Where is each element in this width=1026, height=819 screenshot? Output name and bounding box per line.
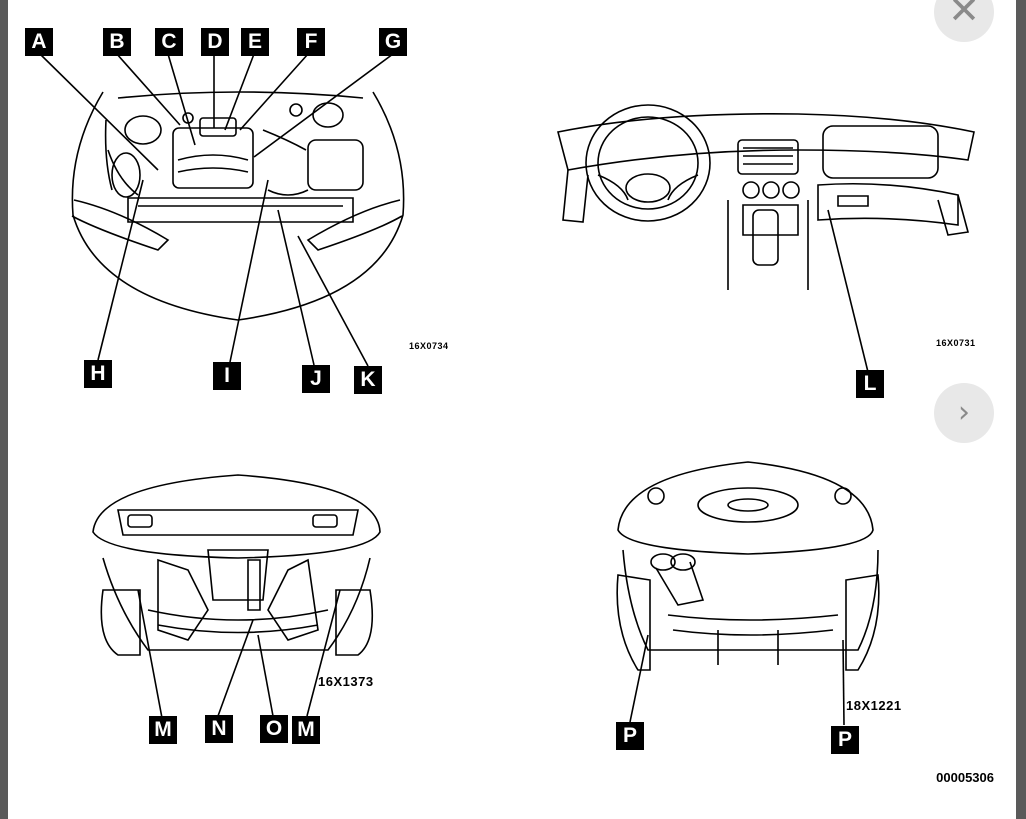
callout-i: I <box>213 362 241 390</box>
engine-compartment-figure: A B C D E F G H I J K 16X0734 <box>8 0 478 400</box>
callout-m-right: M <box>292 716 320 744</box>
close-button[interactable]: ✕ <box>934 0 994 42</box>
callout-m-left: M <box>149 716 177 744</box>
dashboard-drawing <box>538 0 998 400</box>
dashboard-figure: L 16X0731 <box>538 0 998 400</box>
callout-k: K <box>354 366 382 394</box>
figure-code-dashboard: 16X0731 <box>936 338 976 348</box>
callout-j: J <box>302 365 330 393</box>
callout-c: C <box>155 28 183 56</box>
engine-compartment-drawing <box>8 0 478 400</box>
callout-f: F <box>297 28 325 56</box>
front-underside-drawing <box>8 440 478 760</box>
callout-d: D <box>201 28 229 56</box>
callout-p-right: P <box>831 726 859 754</box>
close-icon: ✕ <box>948 0 980 32</box>
figure-code-engine: 16X0734 <box>409 341 449 351</box>
callout-p-left: P <box>616 722 644 750</box>
callout-h: H <box>84 360 112 388</box>
callout-g: G <box>379 28 407 56</box>
callout-b: B <box>103 28 131 56</box>
chevron-right-icon: › <box>958 395 970 430</box>
callout-e: E <box>241 28 269 56</box>
callout-l: L <box>856 370 884 398</box>
figure-code-front-underside: 16X1373 <box>318 674 374 689</box>
callout-a: A <box>25 28 53 56</box>
rear-underside-figure: P P 18X1221 <box>538 440 1008 760</box>
next-button[interactable]: › <box>934 383 994 443</box>
callout-n: N <box>205 715 233 743</box>
rear-underside-drawing <box>538 440 1008 760</box>
figure-code-rear-underside: 18X1221 <box>846 698 902 713</box>
document-code: 00005306 <box>936 770 994 785</box>
callout-o: O <box>260 715 288 743</box>
front-underside-figure: M N O M 16X1373 <box>8 440 478 760</box>
